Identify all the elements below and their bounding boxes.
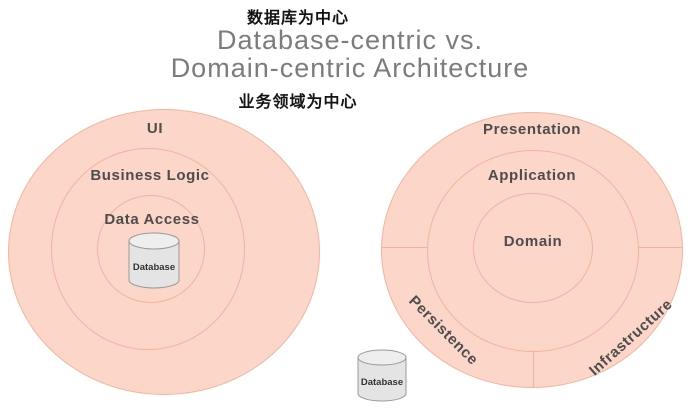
label-database-centric-zh: 数据库为中心 xyxy=(246,10,350,27)
left-ring-label-data-access: Data Access xyxy=(104,211,200,228)
right-database-cylinder-label: Database xyxy=(361,377,403,388)
right-database-cylinder: Database xyxy=(357,349,407,408)
left-database-cylinder-label: Database xyxy=(133,262,175,273)
page-title-line1: Database-centric vs. xyxy=(216,25,484,55)
label-domain-centric-zh: 业务领域为中心 xyxy=(238,94,358,111)
right-ring-label-presentation: Presentation xyxy=(482,121,582,138)
left-ring-label-ui: UI xyxy=(146,120,164,137)
right-inner-ring-domain xyxy=(473,193,593,303)
right-outer-ring-divider-bottom xyxy=(533,351,534,388)
left-database-cylinder: Database xyxy=(128,232,180,295)
right-outer-ring-divider-left xyxy=(381,247,428,248)
right-outer-ring-divider-right xyxy=(638,247,683,248)
left-ring-label-business-logic: Business Logic xyxy=(90,167,210,184)
right-ring-label-application: Application xyxy=(487,167,577,184)
right-ring-label-domain: Domain xyxy=(503,233,563,250)
left-middle-ring-business-logic xyxy=(51,148,245,350)
page-title-line2: Domain-centric Architecture xyxy=(170,53,530,83)
